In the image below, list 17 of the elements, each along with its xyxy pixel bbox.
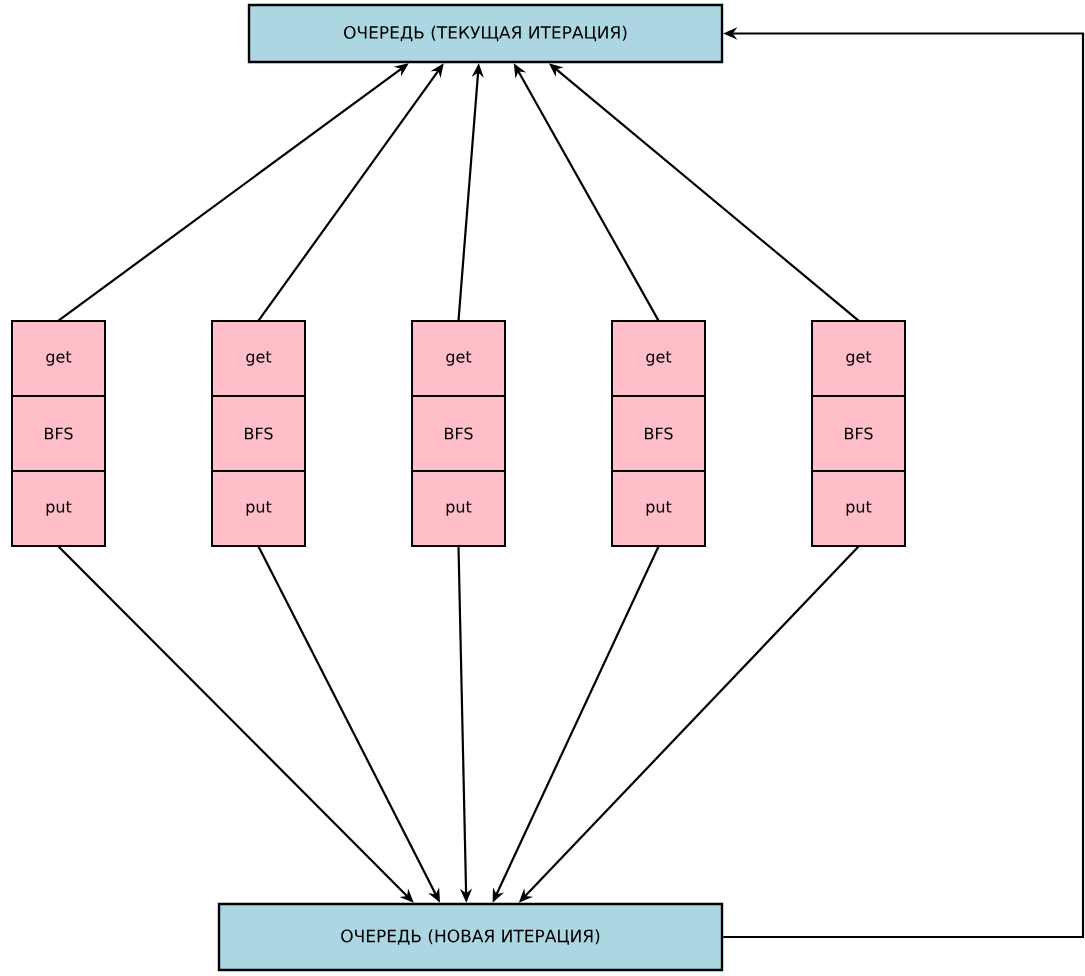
stack-cell: get [211, 320, 306, 397]
stack-cell: get [411, 320, 506, 397]
stack-cell: get [11, 320, 106, 397]
queue-box: ОЧЕРЕДЬ (ТЕКУЩАЯ ИТЕРАЦИЯ) [247, 3, 724, 64]
stack-cell: put [611, 470, 706, 547]
stack-cell: get [611, 320, 706, 397]
queue-box: ОЧЕРЕДЬ (НОВАЯ ИТЕРАЦИЯ) [217, 902, 724, 972]
stack-cell: BFS [211, 395, 306, 472]
stack-cell: BFS [811, 395, 906, 472]
stack-cell: BFS [11, 395, 106, 472]
stack-cell: put [411, 470, 506, 547]
stack-cell: put [211, 470, 306, 547]
stack-cell: BFS [611, 395, 706, 472]
stack-cell: put [811, 470, 906, 547]
stack-cell: get [811, 320, 906, 397]
stack-cell: BFS [411, 395, 506, 472]
stack-cell: put [11, 470, 106, 547]
